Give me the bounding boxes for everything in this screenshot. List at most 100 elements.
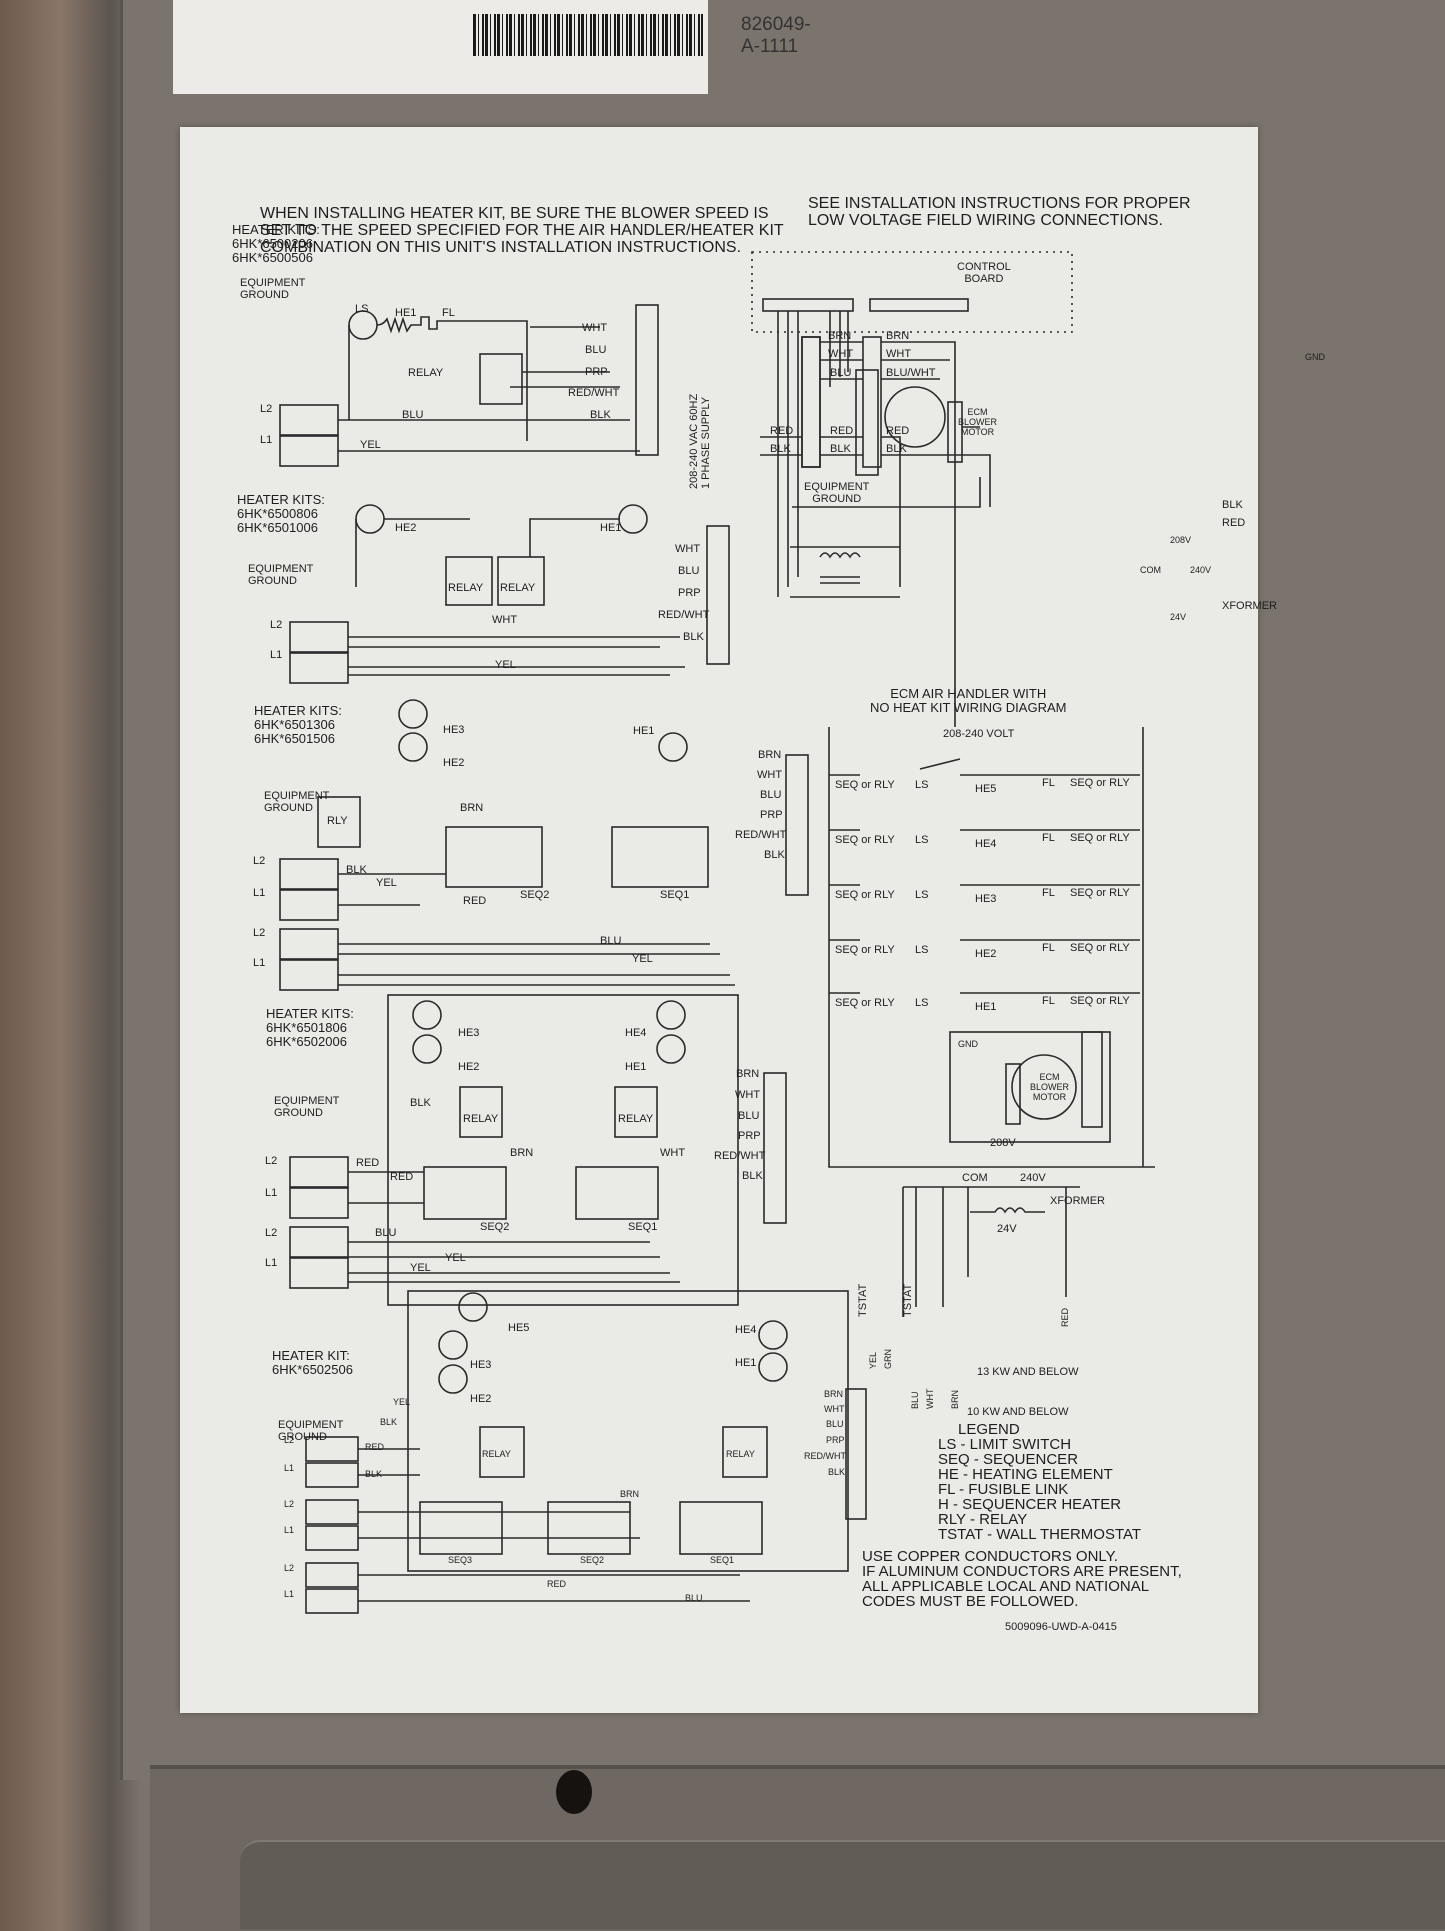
plug-wire: RED bbox=[886, 425, 910, 437]
plug-wire: BLK bbox=[830, 443, 851, 455]
kit5-plug-wire: BLU bbox=[826, 1419, 844, 1429]
note-line: SEE INSTALLATION INSTRUCTIONS FOR PROPER bbox=[808, 195, 1191, 212]
row-end: SEQ or RLY bbox=[1070, 995, 1130, 1007]
kit-model: 6HK*6502006 bbox=[266, 1034, 347, 1049]
kit4-wire-blu: BLU bbox=[375, 1227, 397, 1239]
xformer-blk: BLK bbox=[1222, 499, 1243, 511]
kit3-l2-b: L2 bbox=[253, 927, 266, 939]
tstat-label: TSTAT bbox=[902, 1283, 914, 1317]
plug-wire: WHT bbox=[886, 348, 912, 360]
kit3-plug-wire: BLU bbox=[760, 789, 782, 801]
kit3-plug-wire: BRN bbox=[758, 749, 782, 761]
low-wire: BLU bbox=[910, 1391, 920, 1409]
low-wire: GRN bbox=[883, 1349, 893, 1369]
kit3-seq1-label: SEQ1 bbox=[660, 889, 690, 901]
kit4-plug-wire: BLK bbox=[742, 1170, 763, 1182]
kit-model: 6HK*6501306 bbox=[254, 717, 335, 732]
part-number: 826049-A-1111 bbox=[741, 14, 811, 57]
kit5-relay1-label: RELAY bbox=[482, 1449, 511, 1459]
kit1-relay-label: RELAY bbox=[408, 367, 444, 379]
kit5-he4-label: HE4 bbox=[735, 1324, 757, 1336]
kit1-l2: L2 bbox=[260, 403, 273, 415]
kit4-he3-label: HE3 bbox=[458, 1027, 480, 1039]
row-switch: SEQ or RLY bbox=[835, 779, 895, 791]
kit3-seq2-label: SEQ2 bbox=[520, 889, 550, 901]
panel-screw-hole bbox=[556, 1770, 592, 1814]
kit-model: 6HK*6502506 bbox=[272, 1362, 353, 1377]
kit-title: HEATER KITS: bbox=[254, 703, 342, 718]
row-he: HE4 bbox=[975, 838, 997, 850]
kit-model: 6HK*6501506 bbox=[254, 731, 335, 746]
low-wire: RED bbox=[1060, 1307, 1070, 1327]
kit4-wire-brn: BRN bbox=[510, 1147, 534, 1159]
kit3-wire-blu: BLU bbox=[600, 935, 622, 947]
kit4-relay1-label: RELAY bbox=[463, 1113, 499, 1125]
plug-wire: BLU/WHT bbox=[886, 367, 936, 379]
legend-item: RLY - RELAY bbox=[938, 1511, 1028, 1528]
kit5-he1-label: HE1 bbox=[735, 1357, 757, 1369]
supply-blk: BLK bbox=[770, 443, 791, 455]
xformer-24v: 24V bbox=[1170, 612, 1187, 622]
kit4-wire-red: RED bbox=[356, 1157, 380, 1169]
plug-wire: BRN bbox=[828, 330, 852, 342]
kit1-ls-label: LS bbox=[355, 303, 369, 315]
header-right-note: SEE INSTALLATION INSTRUCTIONS FOR PROPER… bbox=[808, 195, 1191, 229]
kit4-he1-label: HE1 bbox=[625, 1061, 647, 1073]
plug-wire: WHT bbox=[828, 348, 854, 360]
legend-item: TSTAT - WALL THERMOSTAT bbox=[938, 1526, 1142, 1543]
row-he: HE2 bbox=[975, 948, 997, 960]
kit5-seq3-label: SEQ3 bbox=[448, 1555, 473, 1565]
row-switch: SEQ or RLY bbox=[835, 834, 895, 846]
kit1-plug-wire: PRP bbox=[585, 366, 608, 378]
kit3-wire-blk: BLK bbox=[346, 864, 367, 876]
kit5-wire-blk: BLK bbox=[365, 1469, 383, 1479]
kit5-he5-label: HE5 bbox=[508, 1322, 530, 1334]
kit-title: HEATER KITS: bbox=[266, 1006, 354, 1021]
wiring-lines bbox=[279, 251, 1155, 1614]
header-left-note: WHEN INSTALLING HEATER KIT, BE SURE THE … bbox=[260, 205, 784, 256]
kit4-wire-red2: RED bbox=[390, 1171, 414, 1183]
row-ls: LS bbox=[915, 889, 929, 901]
note-line: WHEN INSTALLING HEATER KIT, BE SURE THE … bbox=[260, 205, 769, 222]
tstat-label: TSTAT bbox=[857, 1283, 869, 1317]
kit1-l1: L1 bbox=[260, 434, 273, 446]
row-he: HE5 bbox=[975, 783, 997, 795]
row-ls: LS bbox=[915, 779, 929, 791]
row-end: SEQ or RLY bbox=[1070, 887, 1130, 899]
kit-title: HEATER KITS: bbox=[232, 222, 320, 237]
kit4-plug-wire: PRP bbox=[738, 1130, 761, 1142]
kit2-he1-label: HE1 bbox=[600, 522, 622, 534]
kit1-he1-label: HE1 bbox=[395, 307, 417, 319]
kit1-title: HEATER KITS: 6HK*6500206 6HK*6500506 bbox=[232, 223, 320, 265]
kit5-wire-red2: RED bbox=[547, 1579, 567, 1589]
kit-model: 6HK*6500806 bbox=[237, 506, 318, 521]
note-line: COMBINATION ON THIS UNIT'S INSTALLATION … bbox=[260, 239, 742, 256]
kit3-wire-yel: YEL bbox=[376, 877, 397, 889]
kit-model: 6HK*6501006 bbox=[237, 520, 318, 535]
kit2-plug-wire: WHT bbox=[675, 543, 701, 555]
row-fl: FL bbox=[1042, 777, 1055, 789]
kit5-plug-wire: BRN bbox=[824, 1389, 844, 1399]
kit2-relay1-label: RELAY bbox=[448, 582, 484, 594]
low-wire: BRN bbox=[950, 1389, 960, 1409]
gnd-label: GND bbox=[1305, 352, 1325, 362]
kit5-wire-blu: BLU bbox=[685, 1593, 703, 1603]
legend-item: FL - FUSIBLE LINK bbox=[938, 1481, 1069, 1498]
kit3-l1-b: L1 bbox=[253, 957, 266, 969]
kit5-wire-brn: BRN bbox=[620, 1489, 640, 1499]
xformer-240v: 240V bbox=[1190, 565, 1212, 575]
kit3-plug-wire: BLK bbox=[764, 849, 785, 861]
xformer-red: RED bbox=[1222, 517, 1246, 529]
kit-model: 6HK*6500206 bbox=[232, 236, 313, 251]
kit5-plug-wire: WHT bbox=[824, 1404, 845, 1414]
kit3-rly-label: RLY bbox=[327, 815, 348, 827]
wiring-diagram-label: WHEN INSTALLING HEATER KIT, BE SURE THE … bbox=[180, 127, 1325, 1713]
kit3-wire-brn: BRN bbox=[460, 802, 484, 814]
legend-item: LS - LIMIT SWITCH bbox=[938, 1436, 1072, 1453]
